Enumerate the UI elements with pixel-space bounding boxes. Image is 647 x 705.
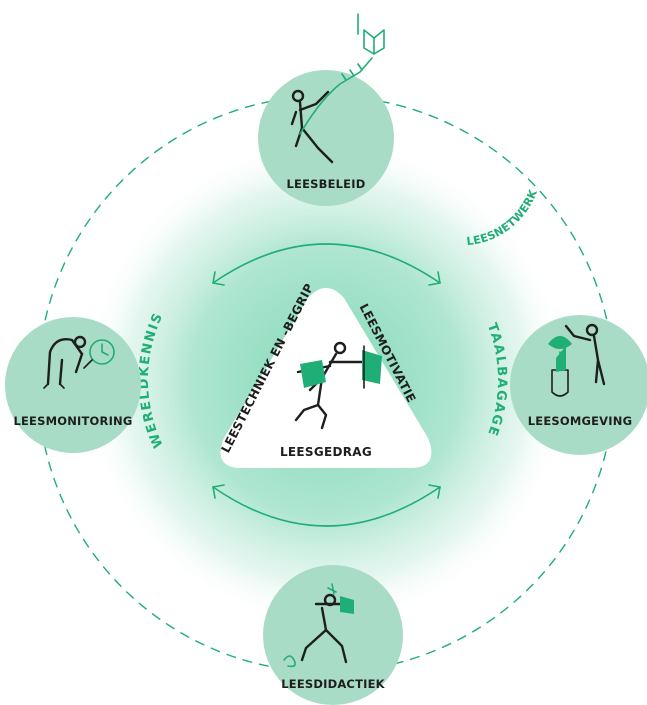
node-circle: [510, 315, 647, 455]
teacher-figure-illustration: [283, 583, 354, 668]
node-label: LEESOMGEVING: [528, 414, 632, 428]
bottom-double-arrow: [212, 484, 441, 527]
runner-figure-illustration: [294, 341, 382, 430]
plant-waterer-illustration: [548, 323, 606, 397]
node-label: LEESMONITORING: [13, 414, 132, 428]
node-circle: [258, 70, 394, 206]
node-leesomgeving: LEESOMGEVING: [510, 315, 647, 455]
triangle-label-bottom: LEESGEDRAG: [280, 445, 372, 459]
node-label: LEESBELEID: [287, 177, 366, 191]
node-label: LEESDIDACTIEK: [281, 677, 385, 691]
magnifier-figure-illustration: [43, 335, 115, 389]
central-triangle: [220, 288, 432, 468]
node-circle: [263, 565, 403, 705]
node-leesmonitoring: LEESMONITORING: [5, 317, 141, 453]
node-circle: [5, 317, 141, 453]
clock-icon: [89, 339, 115, 365]
top-double-arrow: [212, 243, 441, 286]
kite-flyer-illustration: [290, 57, 373, 164]
node-leesbeleid: LEESBELEID: [258, 13, 394, 206]
node-leesdidactiek: LEESDIDACTIEK: [263, 565, 403, 705]
book-kite-icon: [357, 13, 385, 55]
